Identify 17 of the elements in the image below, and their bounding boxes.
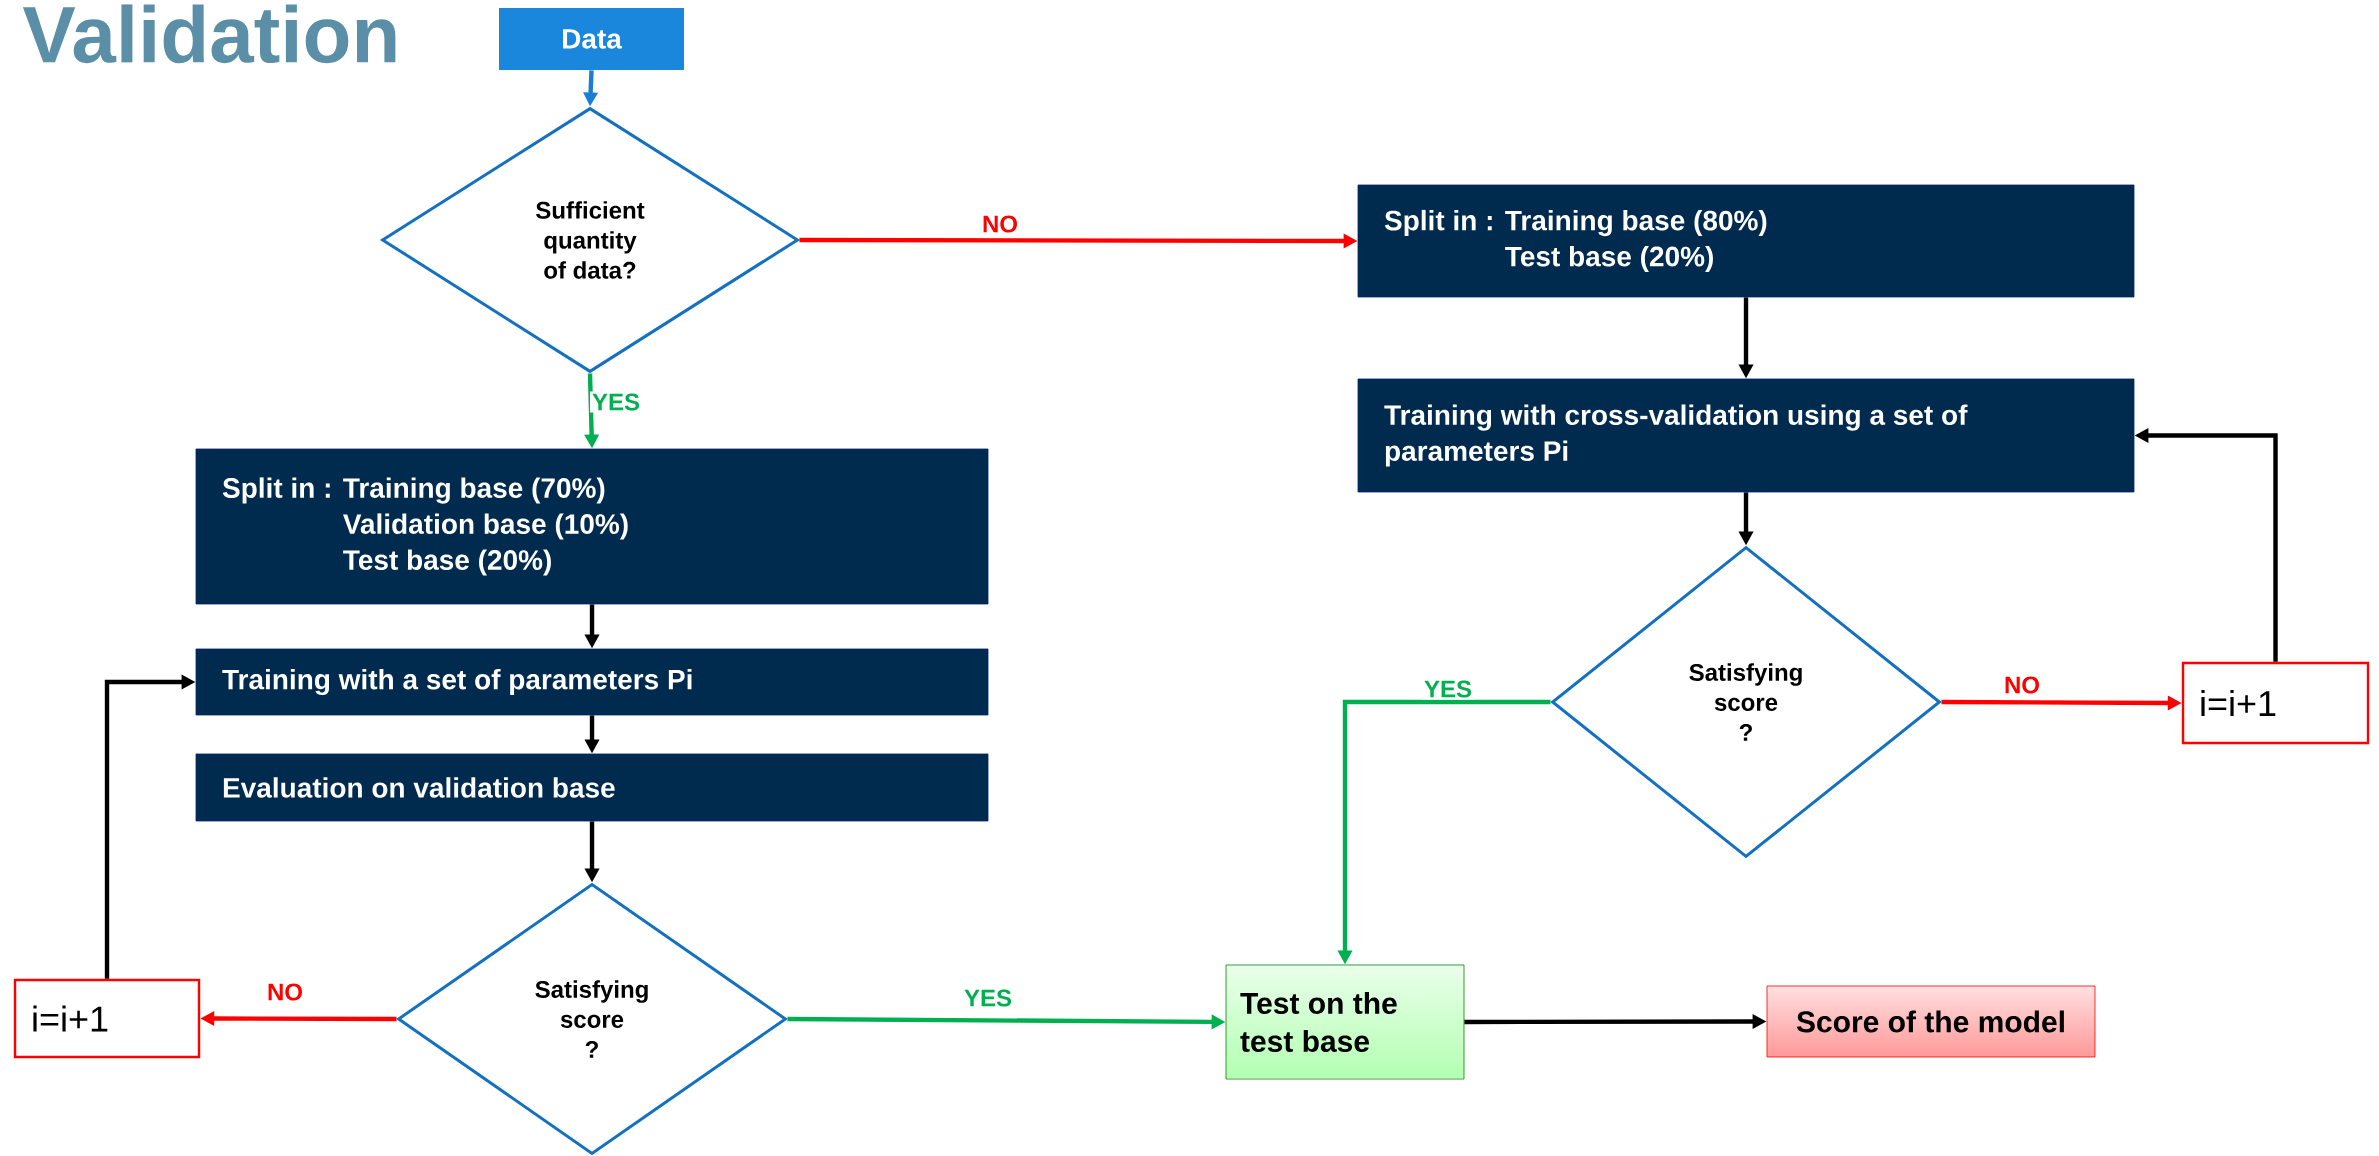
process-box: Evaluation on validation base — [195, 753, 989, 822]
process-box: Training with a set of parameters Pi — [195, 648, 989, 716]
edge-label: YES — [1422, 678, 1474, 700]
process-box: Training with cross-validation using a set of parameters Pi — [1357, 378, 2135, 493]
edge-label: YES — [962, 987, 1014, 1009]
edge-label: NO — [2002, 674, 2042, 696]
counter-box: i=i+1 — [13, 978, 201, 1059]
start-box: Data — [499, 8, 684, 70]
edge-label: NO — [980, 213, 1020, 235]
test-box: Test on the test base — [1225, 964, 1465, 1080]
counter-box: i=i+1 — [2181, 661, 2370, 745]
title: Validation — [22, 4, 396, 64]
edge-label: YES — [590, 391, 643, 413]
process-box: Split in : Training base (80%) Test base (20%) — [1357, 184, 2135, 298]
edge-label: NO — [265, 981, 305, 1003]
result-box: Score of the model — [1766, 985, 2096, 1058]
process-box: Split in : Training base (70%) Validation base (10%) Test base (20%) — [195, 448, 989, 605]
